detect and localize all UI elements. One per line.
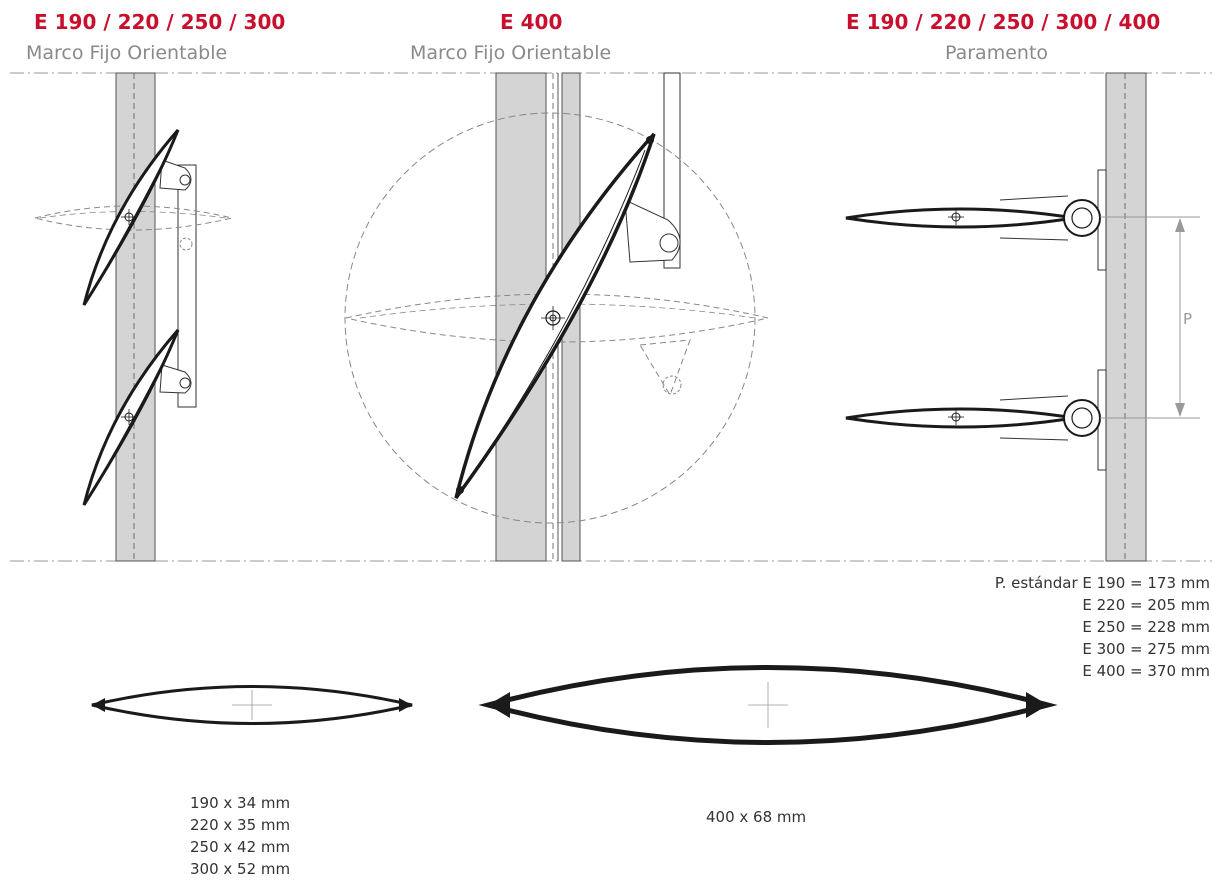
standard-pitch-line: E 300 = 275 mm [1082, 640, 1210, 658]
panel-3-drawing [845, 72, 1200, 562]
profile-large [478, 665, 1058, 745]
standard-pitch-line: E 250 = 228 mm [1082, 618, 1210, 636]
panel-1-title: E 190 / 220 / 250 / 300 [34, 10, 286, 34]
panel-2-drawing [344, 72, 769, 562]
panel-1-post [115, 72, 156, 562]
panel-3-wall [1105, 72, 1147, 562]
panel-2-post [495, 72, 547, 562]
extent-lines [10, 72, 1212, 562]
profile-small [91, 685, 413, 725]
profile-size: 220 x 35 mm [190, 816, 291, 834]
standard-pitch-line: E 220 = 205 mm [1082, 596, 1210, 614]
pitch-label: P [1183, 310, 1193, 328]
panel-1-subtitle: Marco Fijo Orientable [26, 42, 228, 64]
panel-2-title: E 400 [500, 10, 563, 34]
profile-size: 300 x 52 mm [190, 860, 291, 878]
large-profile-size: 400 x 68 mm [706, 808, 807, 826]
profile-size: 190 x 34 mm [190, 794, 291, 812]
panel-1-drawing [34, 72, 233, 562]
panel-3-subtitle: Paramento [945, 42, 1049, 64]
standard-pitch-line: P. estándar E 190 = 173 mm [994, 574, 1210, 592]
small-profile-sizes: 190 x 34 mm 220 x 35 mm 250 x 42 mm 300 … [190, 792, 290, 880]
standard-pitch-list: P. estándar E 190 = 173 mm E 220 = 205 m… [930, 572, 1210, 682]
panel-3-title: E 190 / 220 / 250 / 300 / 400 [846, 10, 1161, 34]
standard-pitch-line: E 400 = 370 mm [1082, 662, 1210, 680]
panel-2-subtitle: Marco Fijo Orientable [410, 42, 612, 64]
profile-size: 250 x 42 mm [190, 838, 291, 856]
